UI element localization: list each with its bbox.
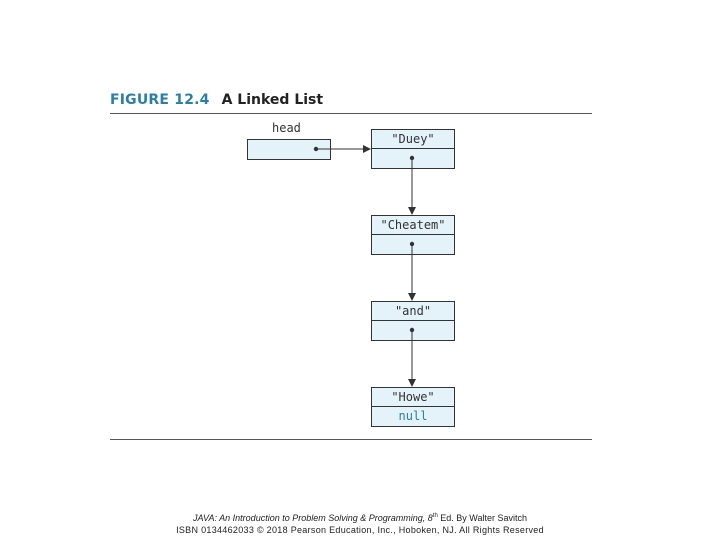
footer-copyright: ISBN 0134462033 © 2018 Pearson Education…: [176, 525, 544, 535]
figure-number: FIGURE 12.4: [110, 92, 210, 108]
list-node-2: "Cheatem": [371, 215, 455, 255]
bottom-rule: [110, 439, 592, 440]
head-label: head: [272, 121, 301, 135]
list-node-3: "and": [371, 301, 455, 341]
top-rule: [110, 113, 592, 114]
list-node-1: "Duey": [371, 129, 455, 169]
figure-title: FIGURE 12.4 A Linked List: [110, 92, 323, 108]
node-data: "Howe": [372, 388, 454, 407]
node-data: "Cheatem": [372, 216, 454, 235]
head-pointer: [313, 145, 371, 153]
node-data: "Duey": [372, 130, 454, 149]
node-3-pointer: [408, 327, 416, 387]
footer-edition-author: Ed. By Walter Savitch: [437, 513, 527, 523]
list-node-4: "Howe" null: [371, 387, 455, 427]
node-link: null: [398, 409, 428, 423]
figure-name: A Linked List: [221, 92, 324, 108]
footer-edition-sup: th: [432, 513, 438, 519]
node-data: "and": [372, 302, 454, 321]
node-2-pointer: [408, 241, 416, 301]
node-1-pointer: [408, 155, 416, 215]
footer-book-title: JAVA: An Introduction to Problem Solving…: [0, 513, 720, 523]
footer-book-name: JAVA: An Introduction to Problem Solving…: [192, 513, 433, 523]
